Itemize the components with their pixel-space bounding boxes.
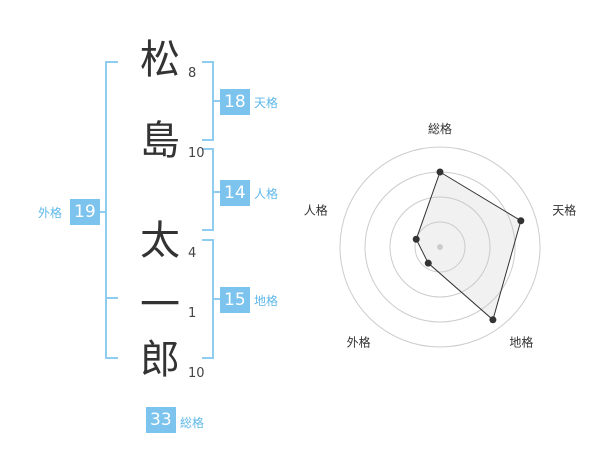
soukaku-label: 総格 <box>180 416 205 430</box>
radar-axis-label-2: 天格 <box>552 203 576 218</box>
chikaku-bracket <box>202 239 214 359</box>
radar-point-4 <box>424 259 432 267</box>
tenkaku-value-badge: 18 <box>220 89 250 115</box>
gaikaku-label: 外格 <box>38 206 63 220</box>
gaikaku-value-badge: 19 <box>70 199 100 225</box>
radar-center-dot <box>437 244 443 250</box>
radar-point-5 <box>412 235 420 243</box>
jinkaku-label: 人格 <box>254 187 279 201</box>
name-char-5: 郎 <box>140 337 180 383</box>
jinkaku-value-badge: 14 <box>220 180 250 206</box>
radar-point-2 <box>517 217 525 225</box>
radar-point-1 <box>436 168 444 176</box>
tenkaku-bracket <box>202 61 214 141</box>
chikaku-label: 地格 <box>254 294 279 308</box>
stroke-count-1: 8 <box>188 66 197 81</box>
radar-axis-label-4: 外格 <box>347 334 371 349</box>
radar-point-3 <box>489 316 497 324</box>
name-char-2: 島 <box>140 118 180 164</box>
chikaku-value-badge: 15 <box>220 287 250 313</box>
stroke-count-3: 4 <box>188 246 197 261</box>
gaikaku-bracket <box>105 61 118 359</box>
radar-ring-1 <box>414 221 466 273</box>
radar-axis-label-3: 地格 <box>509 334 533 349</box>
soukaku-value-badge: 33 <box>146 407 176 433</box>
jinkaku-bracket <box>202 148 214 231</box>
stroke-count-5: 10 <box>188 366 205 381</box>
stroke-count-2: 10 <box>188 146 205 161</box>
radar-points <box>412 168 525 324</box>
radar-series-area <box>415 171 522 321</box>
name-char-3: 太 <box>140 218 180 264</box>
stroke-count-4: 1 <box>188 306 197 321</box>
radar-ring-2 <box>389 196 491 298</box>
tenkaku-label: 天格 <box>254 96 279 110</box>
radar-ring-4 <box>339 146 541 348</box>
radar-axis-label-5: 人格 <box>304 203 328 218</box>
name-char-1: 松 <box>140 37 180 83</box>
radar-axis-label-1: 総格 <box>428 121 452 136</box>
name-char-4: 一 <box>140 282 180 328</box>
